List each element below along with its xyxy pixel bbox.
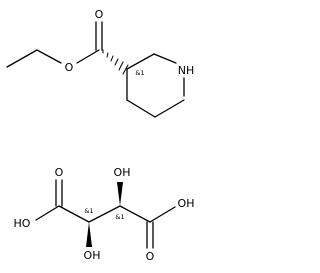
bottom-hydroxyl-label: OH [84, 249, 101, 262]
bond-left-cooh-oh [35, 205, 60, 221]
right-hydroxyl-label: OH [178, 197, 195, 210]
carbonyl-oxygen-label: O [95, 8, 104, 21]
ethyl-nipecotate-structure: O O NH &1 [6, 8, 195, 118]
tartaric-acid-structure: O HO OH OH O OH &1 &1 [14, 166, 195, 263]
ring-bond-c3-c2 [126, 53, 155, 70]
ring-bond-c2-n [153, 53, 177, 64]
structure-canvas: O O NH &1 O HO OH OH O OH &1 &1 [6, 8, 195, 263]
ring-bond-c5-c4 [126, 99, 156, 118]
left-carbonyl-oxygen-label: O [55, 166, 64, 179]
bond-o-carbonyl [76, 49, 100, 64]
stereo-label-c3: &1 [115, 213, 124, 221]
bond-c3-right-cooh [119, 205, 151, 223]
stereo-hash-bond [102, 49, 129, 75]
stereo-label-c2: &1 [84, 207, 93, 215]
bond-c2-c3 [88, 205, 121, 223]
right-carbonyl-oxygen-label: O [146, 250, 155, 263]
stereo-label-ester: &1 [135, 69, 144, 77]
top-hydroxyl-label: OH [114, 166, 131, 179]
left-hydroxyl-label: HO [14, 217, 31, 230]
bond-ch3-ch2 [6, 49, 38, 68]
bond-left-cooh-c2 [58, 205, 90, 223]
bond-ch2-o [36, 49, 62, 64]
ring-nitrogen-label: NH [178, 64, 195, 77]
ester-oxygen-label: O [65, 61, 74, 74]
ring-bond-c6-c5 [154, 99, 185, 118]
wedge-bond-c3-oh [117, 182, 123, 206]
bond-right-cooh-oh [149, 206, 176, 223]
wedge-bond-c2-oh [86, 222, 92, 247]
